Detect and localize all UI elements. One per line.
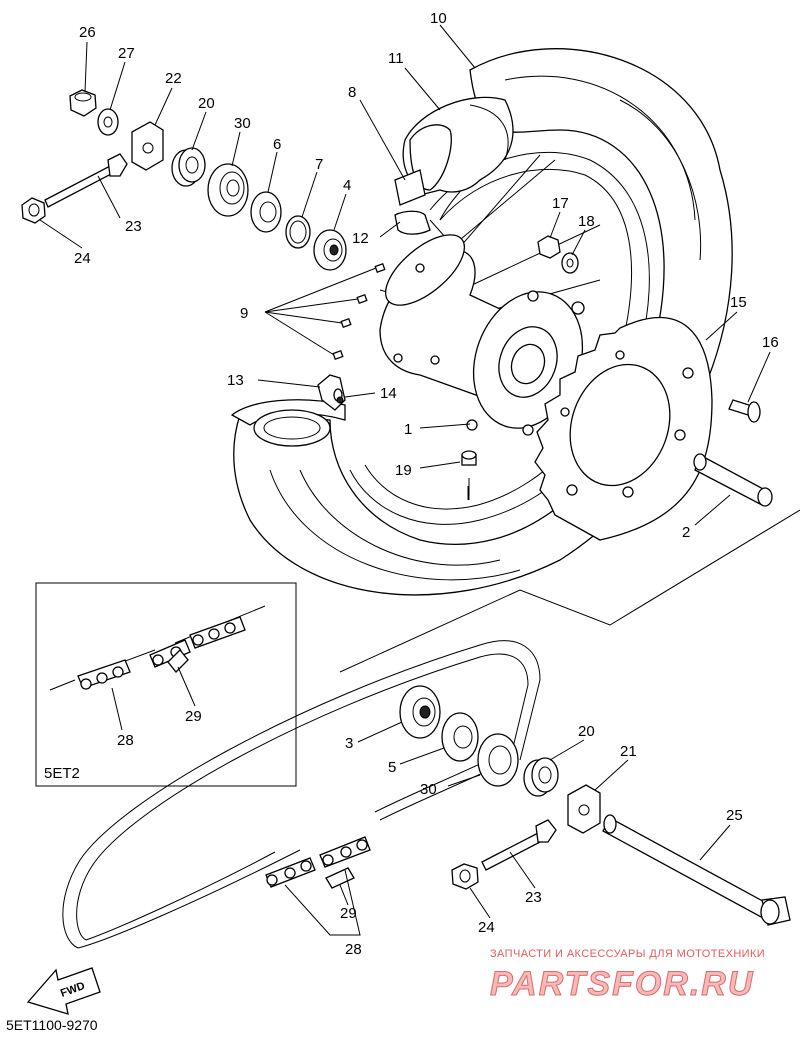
drive-chain (62, 640, 541, 949)
label-20: 20 (198, 95, 215, 112)
label-8: 8 (348, 84, 356, 101)
part-numbers: 26 27 22 20 30 6 7 4 23 24 10 11 8 12 9 … (6, 10, 779, 1033)
label-1: 1 (404, 421, 412, 438)
rim-band-strip (394, 169, 431, 235)
label-26: 26 (79, 24, 96, 41)
section-boundary (339, 509, 800, 673)
label-22: 22 (165, 70, 182, 87)
axle-collar (693, 453, 773, 507)
left-side-parts (21, 89, 347, 271)
label-17: 17 (552, 195, 569, 212)
label-13: 13 (227, 372, 244, 389)
watermark: ЗАПЧАСТИ И АКСЕССУАРЫ ДЛЯ МОТОТЕХНИКИ PA… (490, 948, 765, 1004)
spoke-nipples (332, 262, 386, 361)
label-3: 3 (345, 735, 353, 752)
label-23: 23 (125, 218, 142, 235)
label-24: 24 (74, 250, 91, 267)
label-16: 16 (762, 334, 779, 351)
leader-lines (39, 24, 771, 936)
label-4: 4 (343, 177, 351, 194)
label-29-lower: 29 (340, 905, 357, 922)
label-23-lower: 23 (525, 889, 542, 906)
right-side-parts (399, 685, 791, 926)
label-30: 30 (234, 115, 251, 132)
label-15: 15 (730, 294, 747, 311)
watermark-brand: PARTSFOR.RU (490, 965, 754, 1003)
hose-holder (317, 374, 346, 411)
label-28-lower: 28 (345, 941, 362, 958)
sprocket-bolt (728, 399, 761, 423)
sprocket-nut-washer (537, 235, 579, 274)
chain-joint (265, 836, 371, 889)
inset-label: 5ET2 (44, 765, 80, 782)
label-2: 2 (682, 524, 690, 541)
label-28-inset: 28 (117, 732, 134, 749)
rear-sprocket (534, 317, 713, 541)
label-30-lower: 30 (420, 781, 437, 798)
diagram-code: 5ET1100-9270 (6, 1017, 98, 1033)
label-14: 14 (380, 385, 397, 402)
valve-nut (461, 450, 477, 500)
label-18: 18 (578, 213, 595, 230)
label-9: 9 (240, 305, 248, 322)
label-25: 25 (726, 807, 743, 824)
label-29-inset: 29 (185, 708, 202, 725)
rim-band (230, 399, 346, 447)
label-10: 10 (430, 10, 447, 27)
inset-5et2 (35, 582, 297, 787)
label-24-lower: 24 (478, 919, 495, 936)
label-6: 6 (273, 136, 281, 153)
label-7: 7 (315, 156, 323, 173)
label-20-lower: 20 (578, 723, 595, 740)
label-5: 5 (388, 759, 396, 776)
label-19: 19 (395, 462, 412, 479)
label-21: 21 (620, 743, 637, 760)
wheel-hub (379, 234, 585, 436)
label-27: 27 (118, 45, 135, 62)
label-12: 12 (352, 230, 369, 247)
label-11: 11 (388, 50, 404, 67)
watermark-tagline: ЗАПЧАСТИ И АКСЕССУАРЫ ДЛЯ МОТОТЕХНИКИ (490, 948, 765, 960)
fwd-arrow: FWD (26, 967, 101, 1015)
